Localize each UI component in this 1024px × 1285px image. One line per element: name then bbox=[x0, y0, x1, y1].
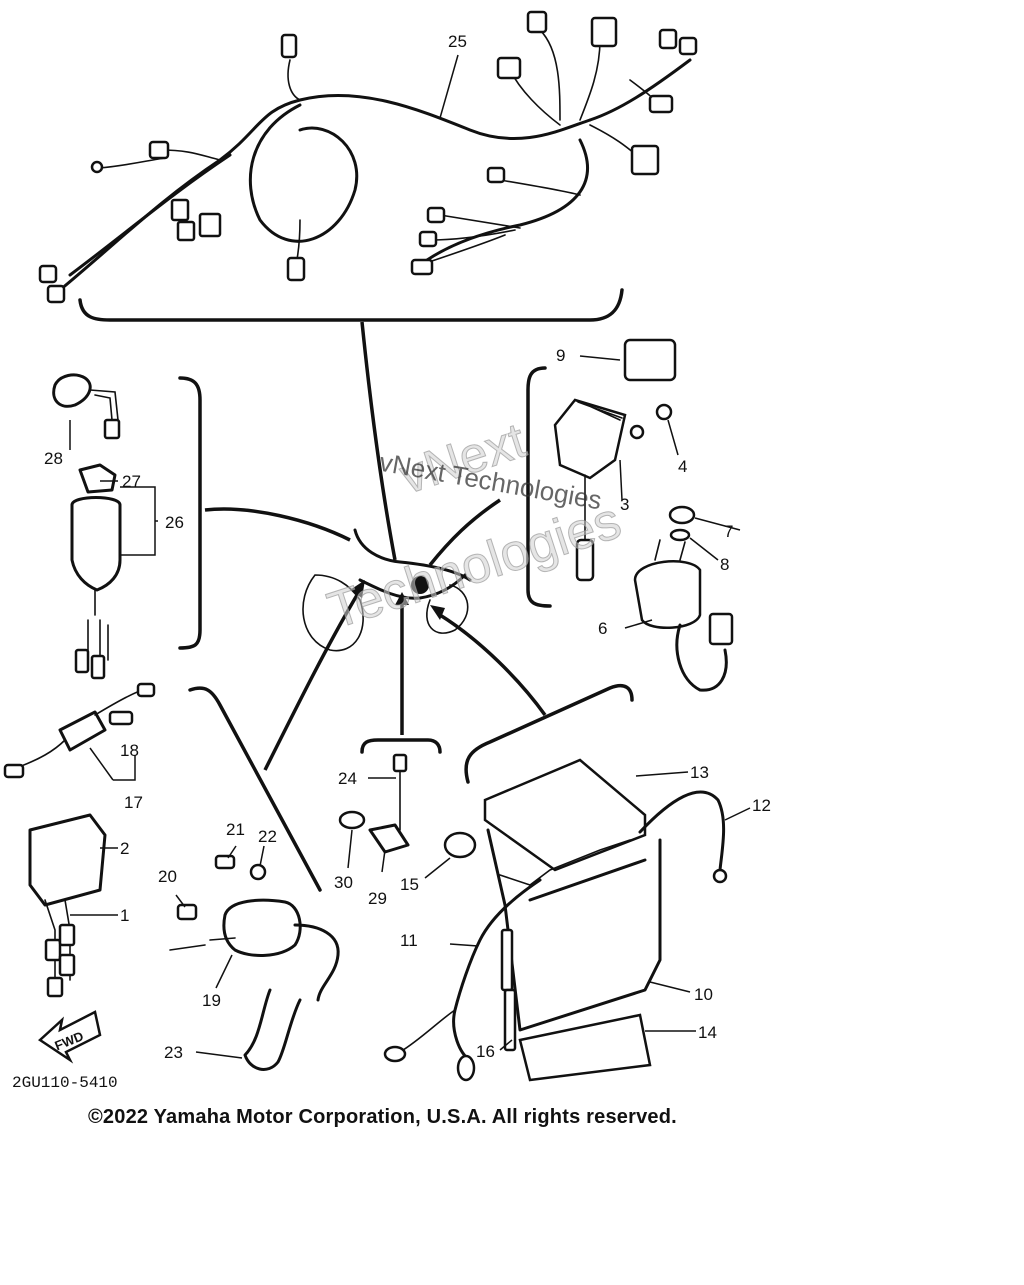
callout-25: 25 bbox=[448, 32, 467, 51]
callout-4: 4 bbox=[678, 457, 687, 476]
sender-bracket bbox=[360, 738, 442, 754]
callout-27: 27 bbox=[122, 472, 141, 491]
callout-9: 9 bbox=[556, 346, 565, 365]
callout-21: 21 bbox=[226, 820, 245, 839]
main-switch-assembly bbox=[52, 373, 122, 680]
callout-15: 15 bbox=[400, 875, 419, 894]
callout-10: 10 bbox=[694, 985, 713, 1004]
callout-11: 11 bbox=[400, 931, 418, 950]
callout-18: 18 bbox=[120, 741, 139, 760]
callout-16: 16 bbox=[476, 1042, 495, 1061]
coil-bracket bbox=[188, 686, 322, 892]
callout-2: 2 bbox=[120, 839, 129, 858]
regulator-assembly bbox=[553, 338, 734, 692]
callout-12: 12 bbox=[752, 796, 771, 815]
callout-17: 17 bbox=[124, 793, 143, 812]
battery-bracket bbox=[464, 683, 634, 784]
leader-lines bbox=[69, 54, 751, 1059]
callout-26: 26 bbox=[165, 513, 184, 532]
callout-1: 1 bbox=[120, 906, 129, 925]
callout-23: 23 bbox=[164, 1043, 183, 1062]
regulator-bracket bbox=[526, 366, 552, 608]
ignition-coil-assembly bbox=[169, 854, 340, 1071]
connection-arrows bbox=[204, 321, 547, 771]
frame-silhouette bbox=[302, 528, 472, 652]
callout-6: 6 bbox=[598, 619, 607, 638]
callout-20: 20 bbox=[158, 867, 177, 886]
callout-28: 28 bbox=[44, 449, 63, 468]
callout-3: 3 bbox=[620, 495, 629, 514]
fwd-arrow-icon bbox=[37, 1010, 102, 1064]
fuse-holder bbox=[3, 682, 156, 779]
callout-22: 22 bbox=[258, 827, 277, 846]
sender-assembly bbox=[338, 753, 477, 859]
battery-assembly bbox=[383, 758, 728, 1082]
callout-labels: 25 9 4 3 7 8 6 28 27 26 18 17 2 1 20 21 … bbox=[44, 32, 771, 1062]
callout-24: 24 bbox=[338, 769, 357, 788]
wire-harness bbox=[38, 10, 698, 304]
callout-19: 19 bbox=[202, 991, 221, 1010]
callout-8: 8 bbox=[720, 555, 729, 574]
drawing-number: 2GU110-5410 bbox=[12, 1074, 118, 1092]
callout-30: 30 bbox=[334, 873, 353, 892]
switch-bracket bbox=[178, 376, 202, 650]
callout-29: 29 bbox=[368, 889, 387, 908]
starter-relay bbox=[28, 813, 107, 998]
callout-13: 13 bbox=[690, 763, 709, 782]
callout-14: 14 bbox=[698, 1023, 717, 1042]
callout-7: 7 bbox=[724, 522, 733, 541]
harness-bracket bbox=[78, 288, 624, 322]
copyright-notice: ©2022 Yamaha Motor Corporation, U.S.A. A… bbox=[88, 1106, 677, 1128]
